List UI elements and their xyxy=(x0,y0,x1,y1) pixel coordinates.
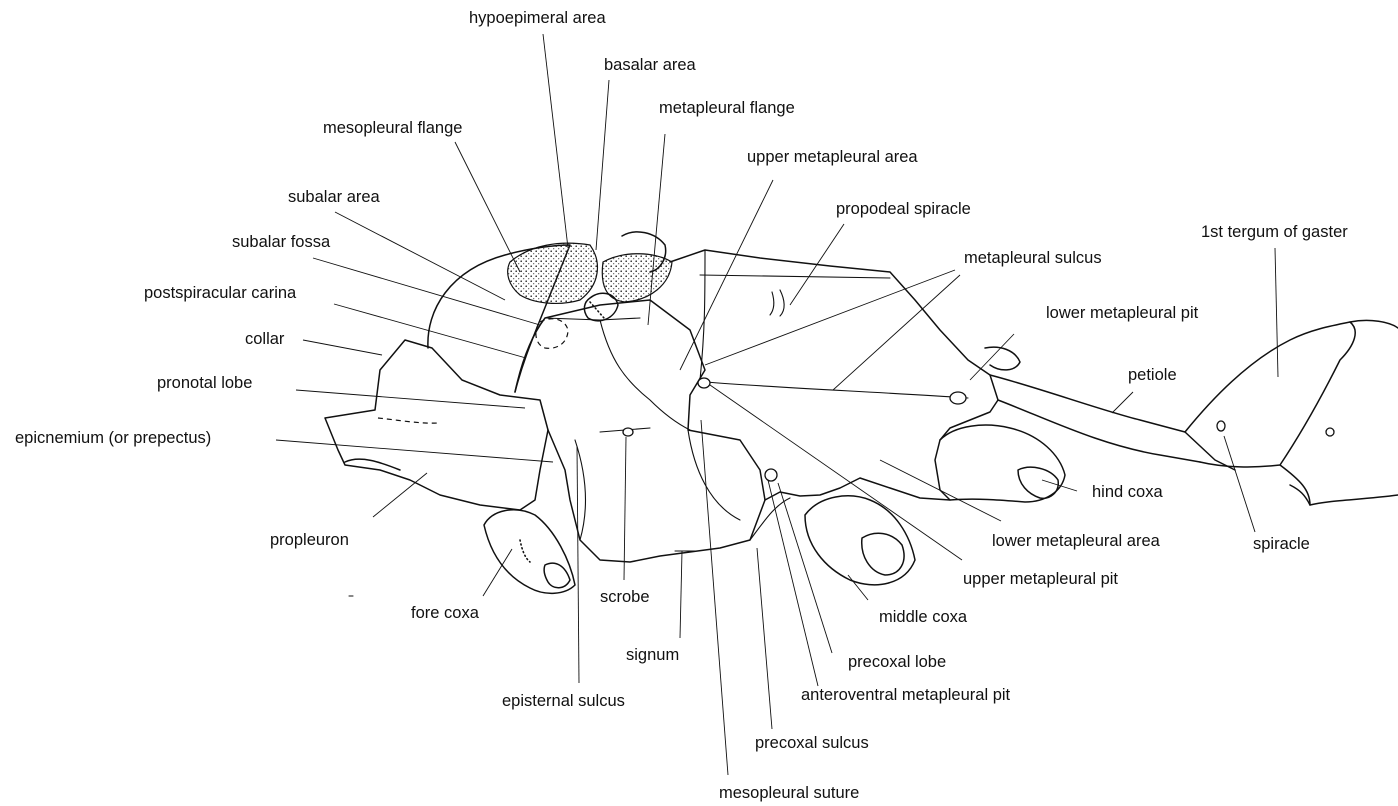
insect-drawing xyxy=(325,232,1398,596)
gaster-spiracle-2 xyxy=(1326,428,1334,436)
labels: hypoepimeral area basalar area metapleur… xyxy=(15,9,1348,802)
label-episternal-sulcus: episternal sulcus xyxy=(502,692,625,710)
label-upper-metapleural-pit: upper metapleural pit xyxy=(963,570,1118,588)
label-signum: signum xyxy=(626,646,679,664)
label-basalar-area: basalar area xyxy=(604,56,697,74)
label-upper-metapleural-area: upper metapleural area xyxy=(747,148,918,166)
anteroventral-metapleural-pit xyxy=(765,469,777,481)
label-fore-coxa: fore coxa xyxy=(411,604,480,622)
hind-coxa-shape xyxy=(940,425,1065,502)
label-scrobe: scrobe xyxy=(600,588,650,606)
scrobe-pit xyxy=(623,428,633,436)
label-subalar-fossa: subalar fossa xyxy=(232,233,331,251)
propodeum-shape xyxy=(670,250,998,500)
propleuron-shape xyxy=(325,340,548,510)
label-propleuron: propleuron xyxy=(270,531,349,549)
mesopleuron-shape xyxy=(515,300,765,562)
label-collar: collar xyxy=(245,330,285,348)
label-mesopleural-suture: mesopleural suture xyxy=(719,784,859,802)
label-epicnemium: epicnemium (or prepectus) xyxy=(15,429,211,447)
gaster-spiracle xyxy=(1217,421,1225,431)
subalar-area-sclerite xyxy=(508,243,598,303)
label-propodeal-spiracle: propodeal spiracle xyxy=(836,200,971,218)
label-metapleural-flange: metapleural flange xyxy=(659,99,795,117)
petiole-shape xyxy=(990,375,1235,470)
label-petiole: petiole xyxy=(1128,366,1177,384)
collar-dashed-line xyxy=(378,418,438,423)
basalar-area-sclerite xyxy=(602,254,672,302)
leader-lines xyxy=(276,34,1278,775)
label-mesopleural-flange: mesopleural flange xyxy=(323,119,462,137)
label-hypoepimeral-area: hypoepimeral area xyxy=(469,9,606,27)
label-middle-coxa: middle coxa xyxy=(879,608,968,626)
gaster-first-tergum-shape xyxy=(1185,322,1355,467)
label-lower-metapleural-pit: lower metapleural pit xyxy=(1046,304,1199,322)
label-subalar-area: subalar area xyxy=(288,188,381,206)
label-pronotal-lobe: pronotal lobe xyxy=(157,374,252,392)
label-anteroventral-metapleural-pit: anteroventral metapleural pit xyxy=(801,686,1011,704)
label-postspiracular-carina: postspiracular carina xyxy=(144,284,297,302)
label-metapleural-sulcus: metapleural sulcus xyxy=(964,249,1102,267)
label-spiracle: spiracle xyxy=(1253,535,1310,553)
label-lower-metapleural-area: lower metapleural area xyxy=(992,532,1161,550)
upper-metapleural-pit xyxy=(698,378,710,388)
label-first-tergum-of-gaster: 1st tergum of gaster xyxy=(1201,223,1348,241)
lower-metapleural-pit xyxy=(950,392,966,404)
label-precoxal-lobe: precoxal lobe xyxy=(848,653,946,671)
label-precoxal-sulcus: precoxal sulcus xyxy=(755,734,869,752)
fore-coxa-shape xyxy=(484,510,575,594)
label-hind-coxa: hind coxa xyxy=(1092,483,1163,501)
